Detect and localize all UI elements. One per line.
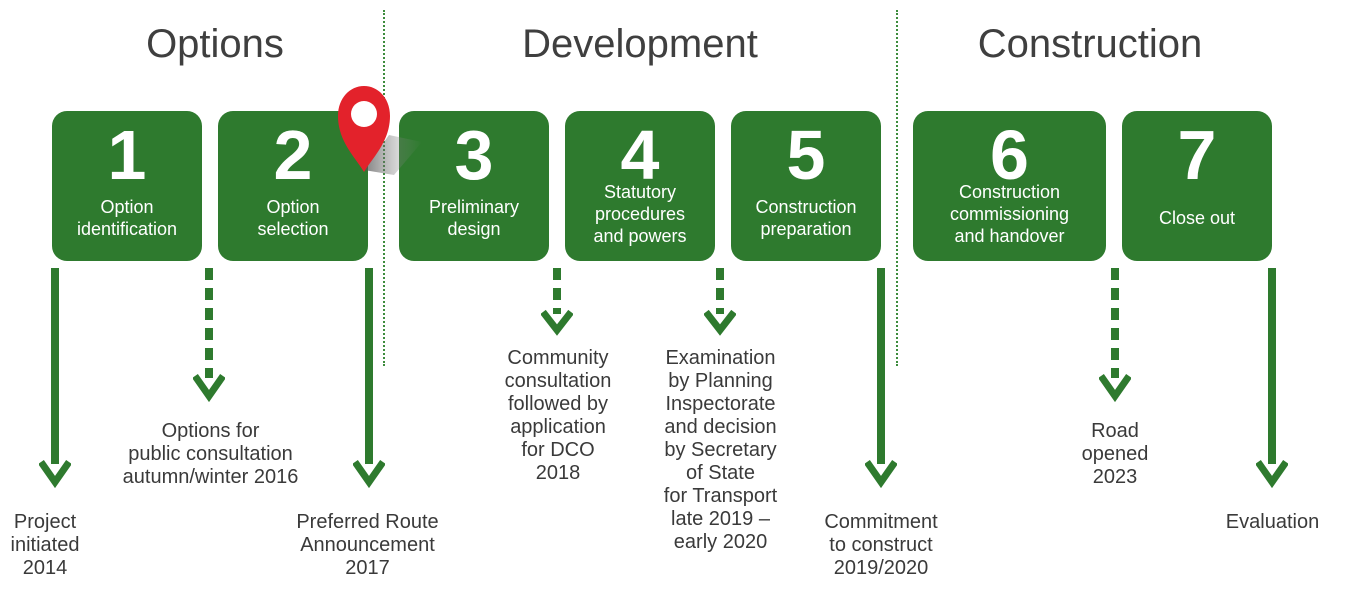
- milestone-evaluation: Evaluation: [1225, 511, 1320, 533]
- milestone-examination: Examination by Planning Inspectorate and…: [663, 347, 778, 553]
- phase-title-construction: Construction: [977, 22, 1203, 66]
- stage-number: 6: [990, 116, 1029, 194]
- stage-number: 3: [454, 116, 494, 194]
- stage-6: 6 Construction commissioning and handove…: [913, 111, 1106, 261]
- stage-4: 4 Statutory procedures and powers: [565, 111, 715, 261]
- stage-1: 1 Option identification: [52, 111, 202, 261]
- phase-divider-options-development: [383, 10, 385, 366]
- stage-label: Statutory procedures and powers: [593, 182, 687, 246]
- milestone-commitment: Commitment to construct 2019/2020: [824, 511, 938, 579]
- arrow-dashed-options-consultation: [193, 268, 225, 403]
- stage-label: Option identification: [76, 197, 178, 239]
- stage-3: 3 Preliminary design: [399, 111, 549, 261]
- stage-2: 2 Option selection: [218, 111, 368, 261]
- stage-5: 5 Construction preparation: [731, 111, 881, 261]
- milestone-community-consultation: Community consultation followed by appli…: [504, 347, 612, 484]
- stage-7: 7 Close out: [1122, 111, 1272, 261]
- phase-title-development: Development: [522, 22, 758, 66]
- arrow-solid-commitment: [865, 268, 897, 489]
- milestone-preferred-route: Preferred Route Announcement 2017: [296, 511, 439, 579]
- arrow-solid-evaluation: [1256, 268, 1288, 489]
- stage-number: 1: [107, 116, 147, 194]
- milestone-road-opened: Road opened 2023: [1081, 420, 1149, 488]
- arrow-dashed-road-opened: [1099, 268, 1131, 403]
- stage-label: Close out: [1158, 208, 1236, 228]
- stage-number: 7: [1177, 116, 1217, 194]
- phase-title-options: Options: [146, 22, 284, 66]
- arrow-solid-project-initiated: [39, 268, 71, 489]
- stage-label: Construction commissioning and handover: [949, 182, 1070, 246]
- stage-number: 2: [273, 116, 313, 194]
- stage-label: Option selection: [257, 197, 329, 239]
- arrow-dashed-community-consultation: [541, 268, 573, 336]
- arrow-dashed-examination: [704, 268, 736, 336]
- location-pin-icon: [338, 86, 422, 175]
- milestone-options-consultation: Options for public consultation autumn/w…: [122, 420, 299, 488]
- stage-label: Construction preparation: [755, 197, 857, 239]
- milestone-project-initiated: Project initiated 2014: [10, 511, 80, 579]
- phase-divider-development-construction: [896, 10, 898, 366]
- arrow-solid-preferred-route: [353, 268, 385, 489]
- stage-label: Preliminary design: [428, 197, 520, 239]
- stage-number: 4: [620, 116, 660, 194]
- stage-number: 5: [786, 116, 826, 194]
